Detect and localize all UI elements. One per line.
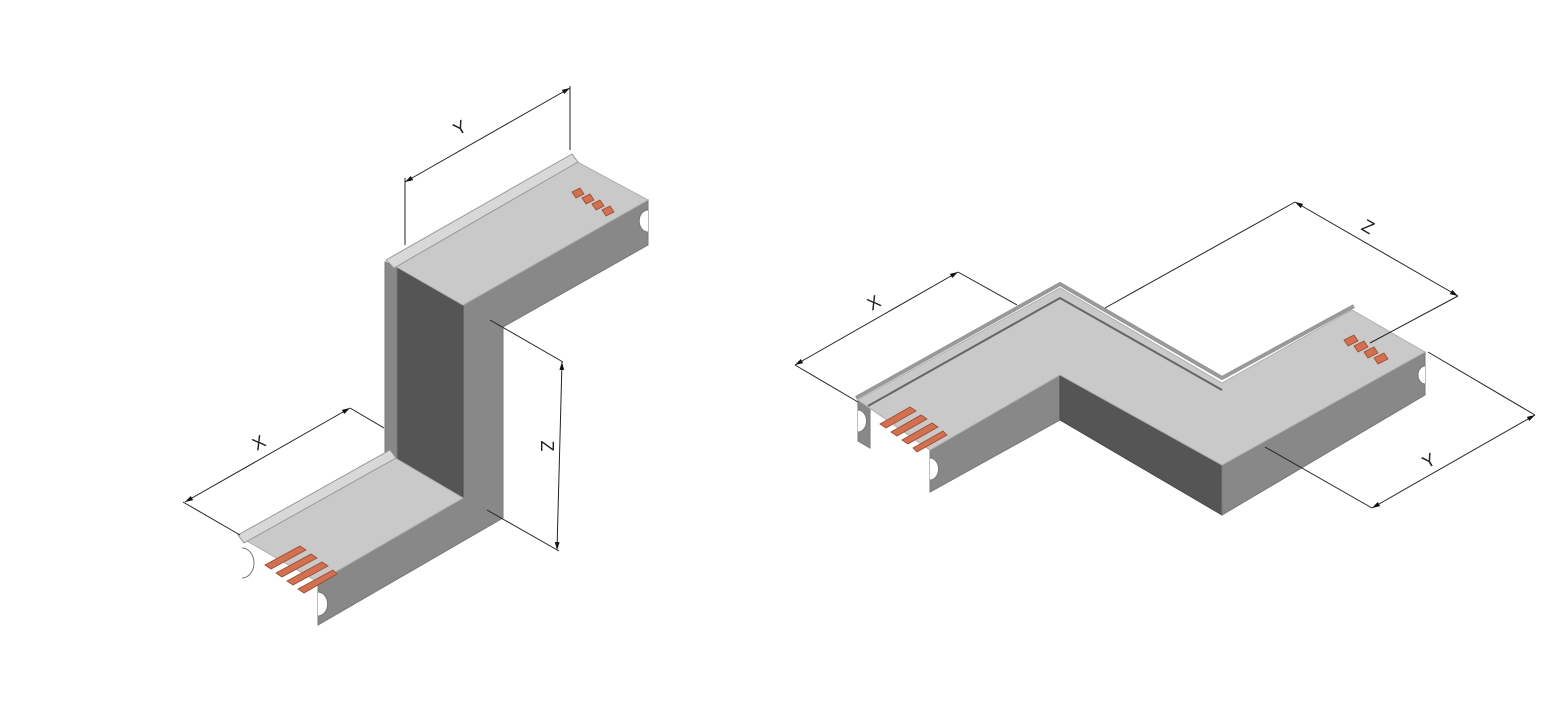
copper-busbars	[264, 187, 615, 594]
dimension-line-y	[404, 87, 571, 183]
upper-arm-lip	[385, 153, 579, 269]
dimension-line-x	[794, 271, 959, 366]
dimension-label-x: X	[249, 431, 269, 454]
dimension-line-y	[1371, 414, 1536, 509]
dimension-label-z: Z	[537, 441, 557, 452]
copper-busbars	[879, 334, 1389, 453]
dimension-label-z: Z	[1358, 215, 1378, 238]
end-notch-icon	[638, 209, 649, 233]
dimension-line-z	[1294, 201, 1459, 297]
end-notch-icon	[317, 591, 329, 617]
dimension-line-x	[184, 407, 351, 503]
end-notch-icon	[1417, 365, 1426, 385]
dimension-label-y: Y	[1419, 449, 1439, 472]
housing-lip	[855, 281, 1355, 400]
dimension-line-z	[554, 361, 565, 551]
dimension-label-y: Y	[450, 116, 470, 139]
end-notch-icon	[857, 409, 867, 433]
end-notch-icon	[929, 457, 939, 481]
vertical-offset-element: Y X Z	[182, 86, 650, 626]
housing-vertical-dark-face	[396, 267, 464, 499]
housing-vertical-flange	[384, 261, 398, 467]
dimension-label-x: X	[864, 291, 884, 314]
end-notch-icon	[241, 547, 255, 579]
horizontal-offset-element: X Z Y	[794, 201, 1536, 516]
